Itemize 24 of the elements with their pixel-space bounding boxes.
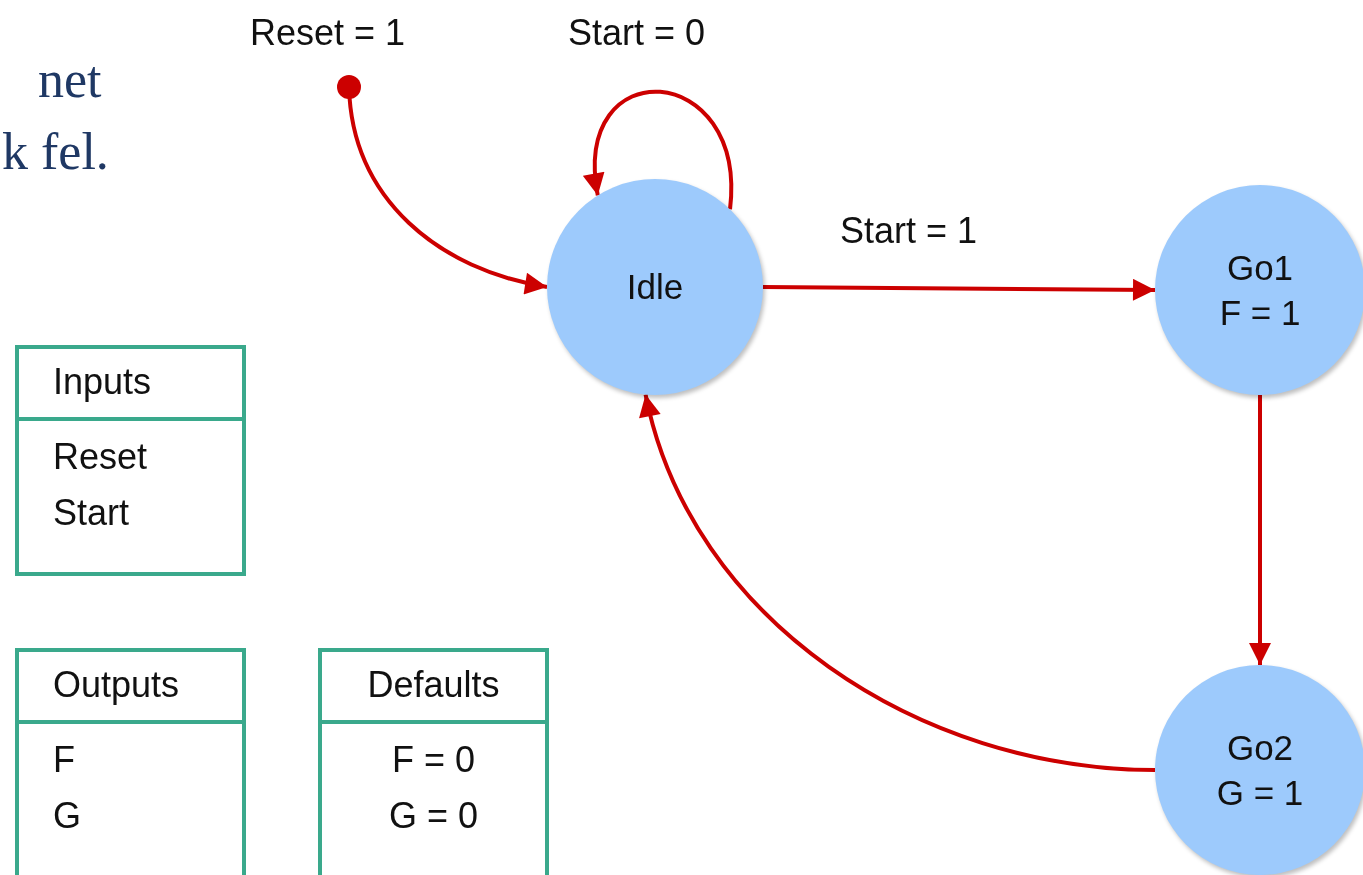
state-output: F = 1 xyxy=(1219,292,1301,334)
table-heading: Inputs xyxy=(53,361,152,402)
signal-table xyxy=(15,345,246,576)
state-output: G = 1 xyxy=(1216,772,1304,814)
transition-arrow xyxy=(584,90,733,210)
table-entry: Start xyxy=(53,492,130,533)
slide-text: net xyxy=(38,50,102,109)
transition-arrow xyxy=(763,278,1155,301)
state-name: Idle xyxy=(626,266,684,309)
slide-text: k fel. xyxy=(2,122,109,181)
table-entry: G = 0 xyxy=(388,795,479,836)
signal-table xyxy=(318,648,549,875)
table-entry: F xyxy=(53,739,75,780)
table-entry: G xyxy=(53,795,81,836)
transition-arrow xyxy=(337,75,548,294)
table-heading: Outputs xyxy=(53,664,180,705)
transition-arrow xyxy=(1249,395,1271,665)
transition-arrow xyxy=(640,394,1156,772)
table-entry: F = 0 xyxy=(391,739,475,780)
signal-table xyxy=(15,648,246,875)
table-heading: Defaults xyxy=(367,664,500,705)
state-name: Go1 xyxy=(1226,246,1294,289)
state-name: Go2 xyxy=(1226,726,1294,769)
table-entry: Reset xyxy=(53,436,148,477)
